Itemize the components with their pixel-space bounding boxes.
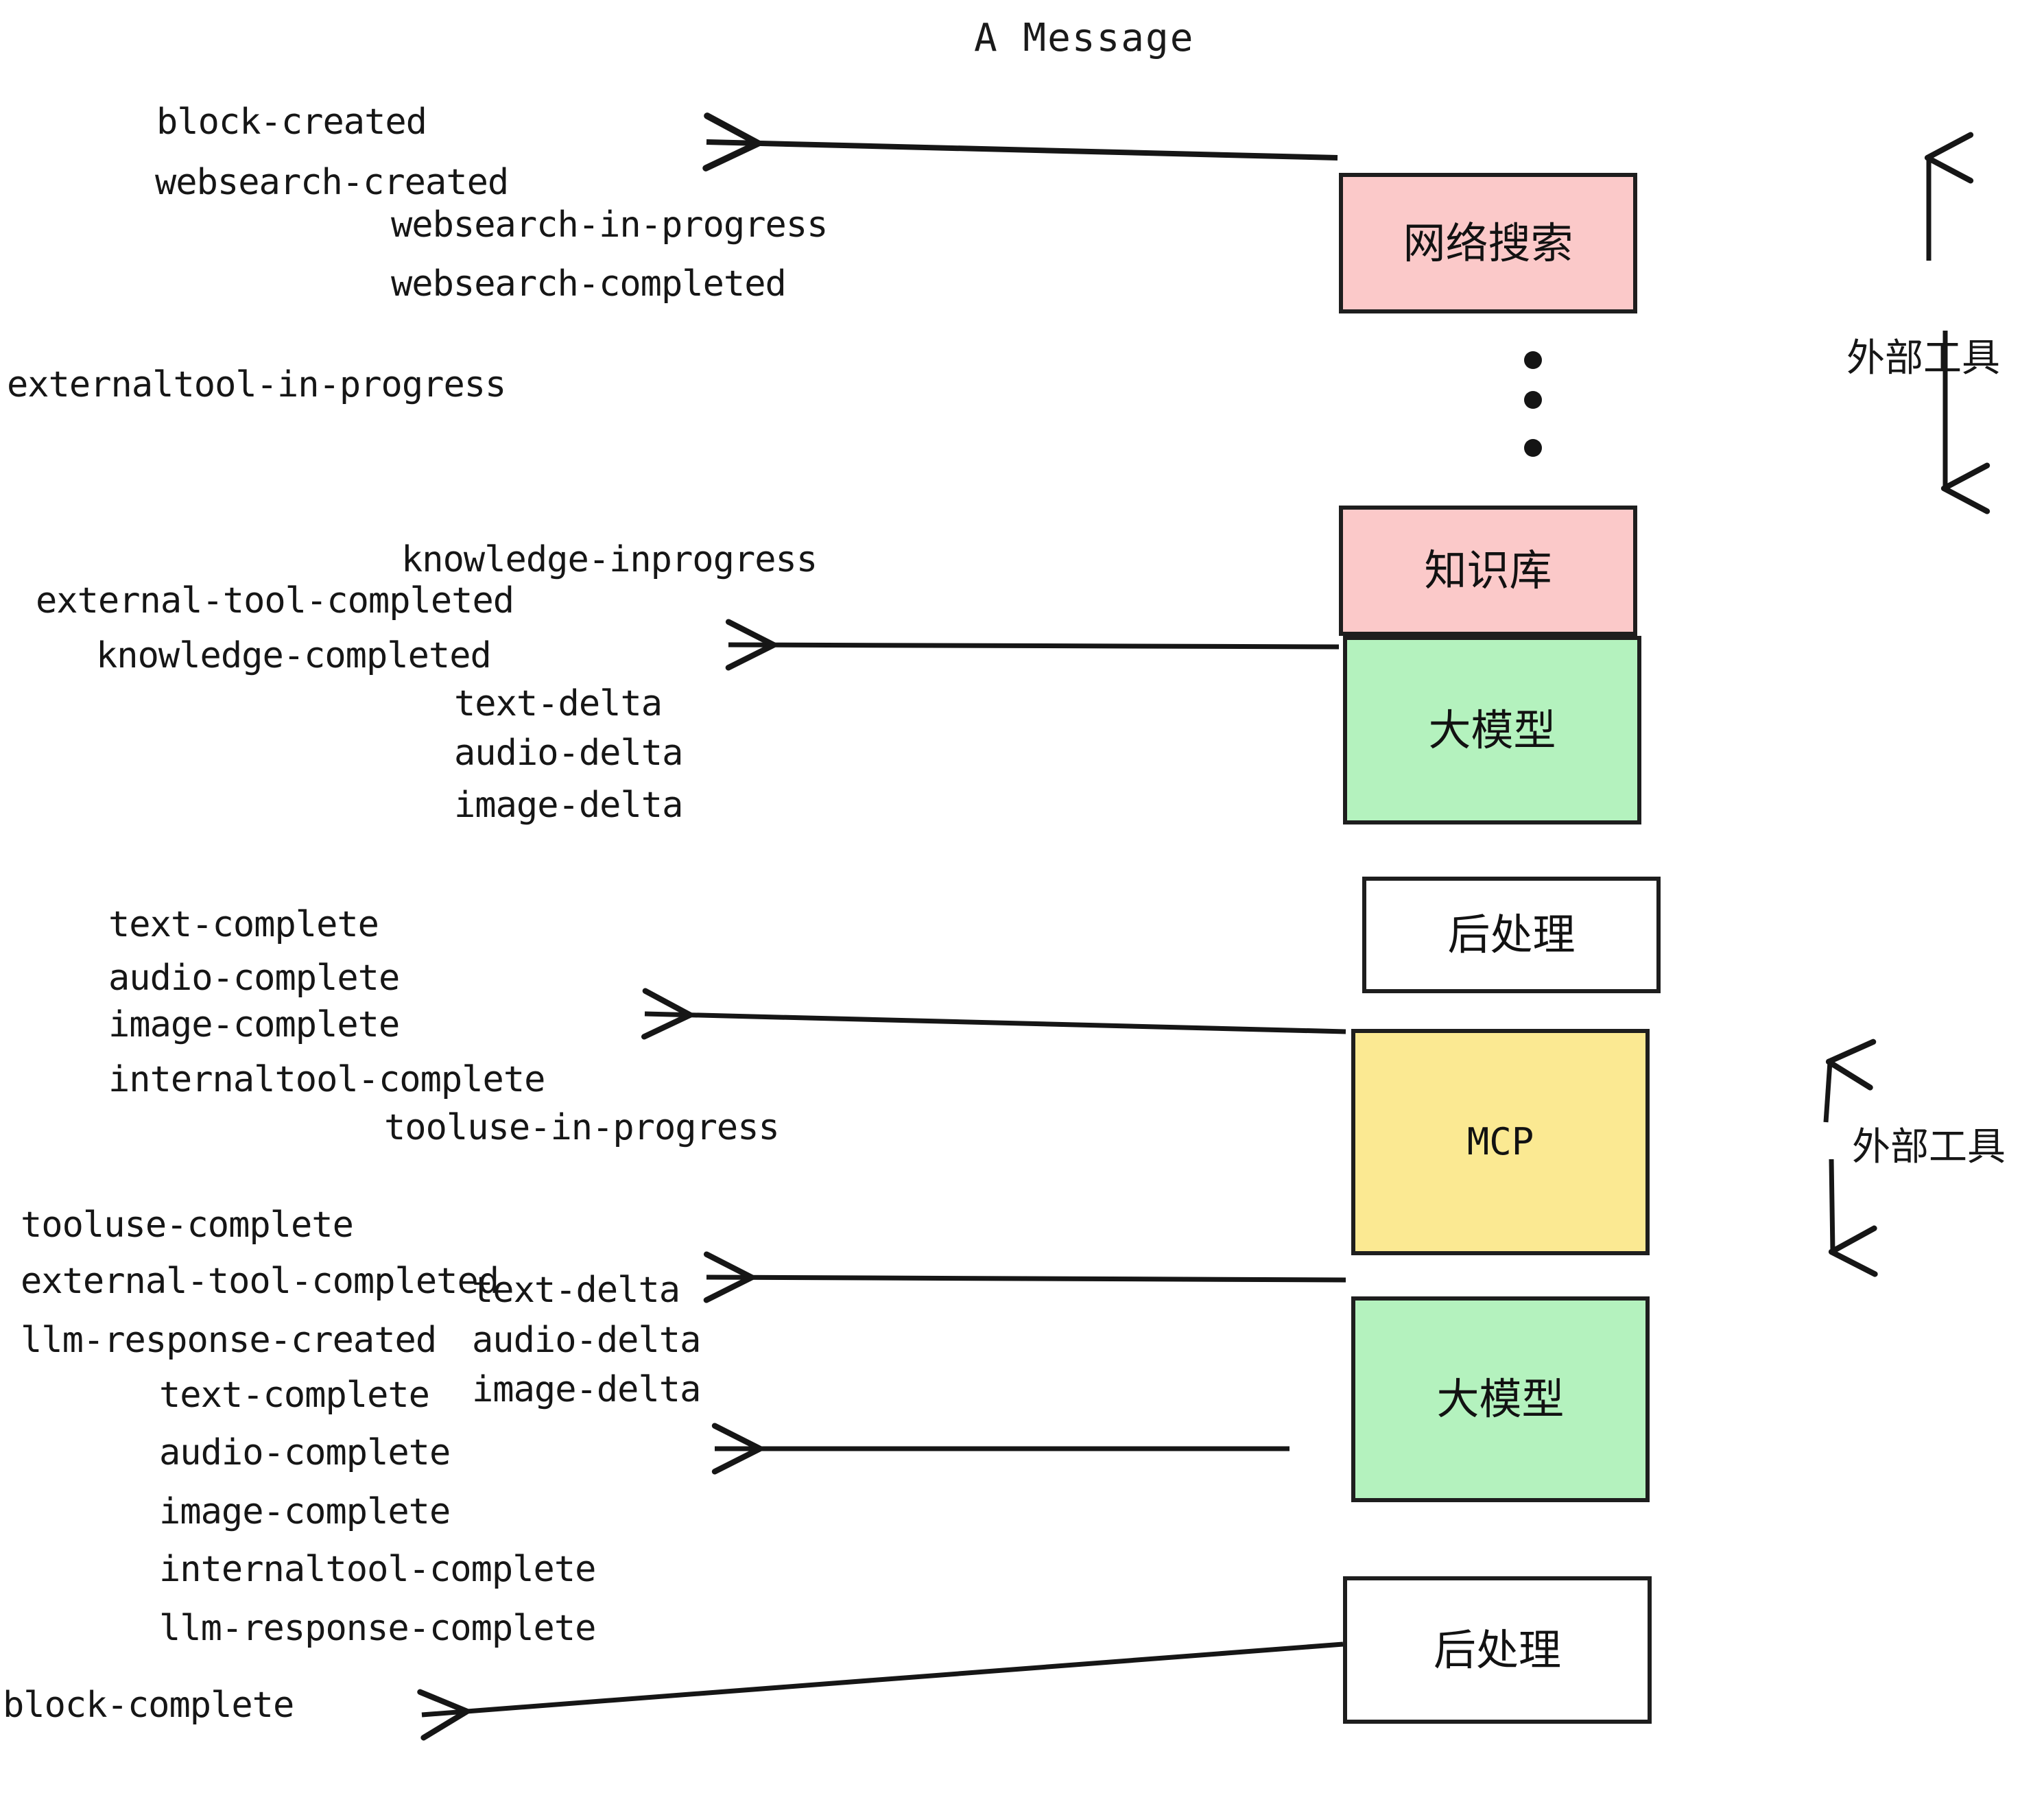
mcp-box-label: MCP (1466, 1120, 1534, 1163)
event-knowledge-completed: knowledge-completed (96, 635, 492, 676)
event-externaltool-in-progress: externaltool-in-progress (7, 364, 506, 405)
arrow-llm2-to-tooluse-complete (703, 1251, 1346, 1303)
ellipsis-dot-2 (1524, 391, 1542, 409)
event-text-delta-2: text-delta (472, 1270, 680, 1311)
event-knowledge-inprogress: knowledge-inprogress (401, 539, 818, 580)
external-tool-label-top: 外部工具 (1846, 336, 2000, 381)
event-image-delta-2: image-delta (472, 1369, 701, 1410)
event-text-complete-2: text-complete (159, 1375, 430, 1416)
event-tooluse-complete: tooluse-complete (21, 1204, 354, 1246)
event-image-complete-2: image-complete (159, 1491, 451, 1532)
event-internaltool-complete-1: internaltool-complete (108, 1059, 545, 1100)
llm-box-2-label: 大模型 (1436, 1374, 1565, 1424)
event-llm-response-complete: llm-response-complete (159, 1608, 596, 1649)
knowledge-base-box[interactable]: 知识库 (1339, 506, 1637, 636)
arrow-websearch-to-block-created (702, 112, 1338, 171)
event-external-tool-completed-2: external-tool-completed (21, 1261, 499, 1302)
arrow-postprocess-to-block-complete (417, 1641, 1344, 1741)
event-text-complete-1: text-complete (108, 904, 379, 945)
event-image-complete-1: image-complete (108, 1004, 400, 1045)
event-audio-complete-2: audio-complete (159, 1432, 451, 1473)
postprocess-box-1-label: 后处理 (1447, 910, 1576, 960)
postprocess-box-2-label: 后处理 (1433, 1624, 1561, 1675)
external-tool-label-bottom: 外部工具 (1852, 1125, 2006, 1170)
web-search-box[interactable]: 网络搜索 (1339, 173, 1637, 313)
llm-box-2[interactable]: 大模型 (1351, 1296, 1650, 1502)
external-tool-down-arrow-bottom (1828, 1159, 1878, 1277)
mcp-box[interactable]: MCP (1351, 1029, 1650, 1255)
event-tooluse-in-progress: tooluse-in-progress (384, 1107, 780, 1148)
web-search-box-label: 网络搜索 (1403, 217, 1573, 268)
event-image-delta-1: image-delta (454, 785, 683, 826)
event-block-complete: block-complete (3, 1685, 294, 1726)
knowledge-base-box-label: 知识库 (1424, 545, 1552, 595)
event-websearch-created: websearch-created (155, 162, 509, 203)
arrow-knowledge-to-knowledge-completed (725, 619, 1340, 671)
page-title: A Message (974, 16, 1195, 60)
external-tool-up-arrow-bottom (1823, 1039, 1877, 1123)
postprocess-box-2[interactable]: 后处理 (1343, 1576, 1652, 1724)
arrow-mcp-to-image-complete (641, 988, 1346, 1040)
event-audio-delta-1: audio-delta (454, 733, 683, 774)
event-audio-delta-2: audio-delta (472, 1320, 701, 1361)
event-websearch-in-progress: websearch-in-progress (391, 204, 828, 246)
postprocess-box-1[interactable]: 后处理 (1362, 877, 1661, 993)
event-llm-response-created: llm-response-created (21, 1320, 437, 1361)
ellipsis-dot-1 (1524, 351, 1542, 369)
event-block-created: block-created (156, 102, 427, 143)
event-audio-complete-1: audio-complete (108, 958, 400, 999)
ellipsis-dot-3 (1524, 439, 1542, 457)
event-text-delta-1: text-delta (454, 683, 663, 724)
event-external-tool-completed-1: external-tool-completed (36, 580, 514, 621)
llm-box-1[interactable]: 大模型 (1343, 636, 1641, 824)
event-internaltool-complete-2: internaltool-complete (159, 1549, 596, 1590)
event-websearch-completed: websearch-completed (391, 263, 787, 305)
llm-box-1-label: 大模型 (1428, 704, 1556, 755)
